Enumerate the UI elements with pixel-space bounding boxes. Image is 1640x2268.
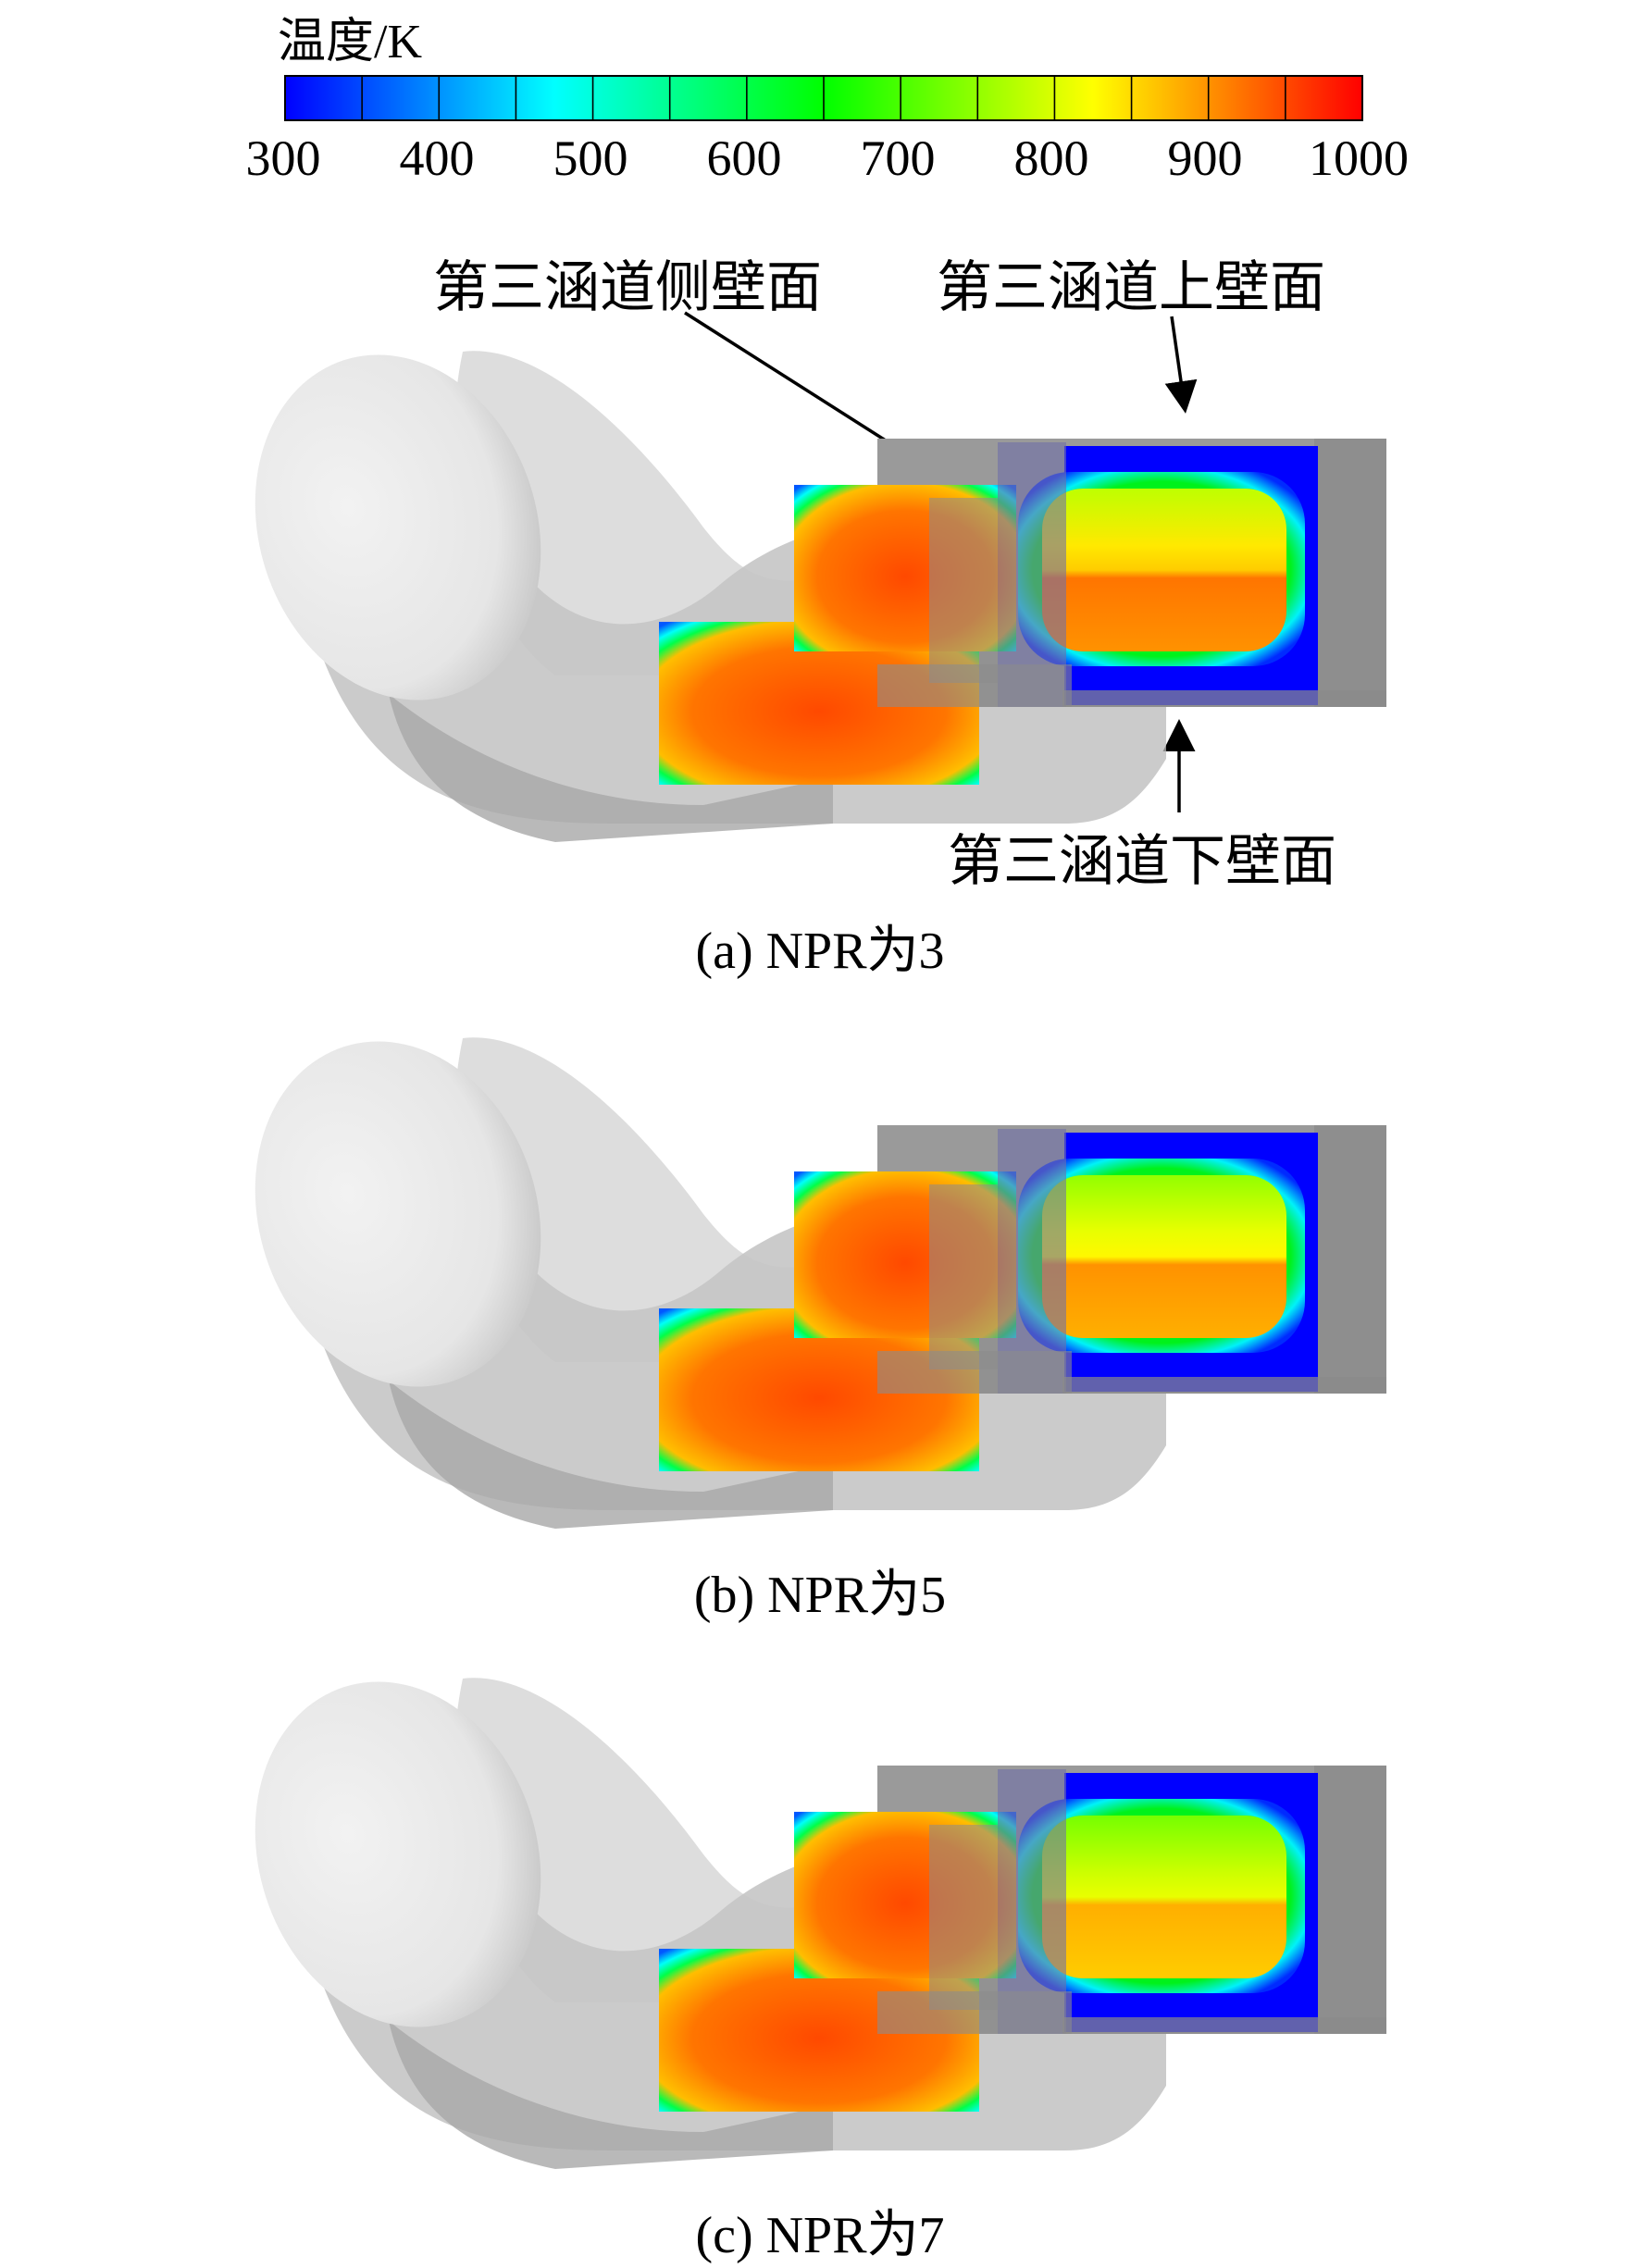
- third-duct-core: [1042, 489, 1286, 651]
- nozzle-panel-c: [255, 1678, 1386, 2169]
- colorbar-tick-600: 600: [706, 130, 782, 186]
- colorbar-title: 温度/K: [278, 16, 423, 68]
- third-duct-core: [1042, 1816, 1286, 1978]
- third-duct-side-wall: [998, 1769, 1066, 2034]
- colorbar-tick-900: 900: [1167, 130, 1243, 186]
- third-duct-lower-wall: [1062, 690, 1386, 707]
- colorbar-tick-500: 500: [553, 130, 628, 186]
- third-duct-exit-lip: [1314, 1766, 1386, 2034]
- nacelle-upper-surface: [454, 1037, 833, 1362]
- nacelle-upper-surface: [454, 1678, 833, 2002]
- caption-a: (a) NPR为3: [695, 923, 945, 980]
- inlet-face: [255, 1681, 541, 2027]
- nacelle-belly: [389, 694, 833, 842]
- third-duct-side-wall-shadow: [929, 498, 998, 683]
- colorbar-tick-700: 700: [860, 130, 936, 186]
- colorbar-tick-800: 800: [1013, 130, 1089, 186]
- nacelle-belly: [389, 1381, 833, 1529]
- colorbar: [284, 75, 1363, 121]
- nacelle-belly: [389, 2021, 833, 2169]
- third-duct-exit-lip: [1314, 1125, 1386, 1394]
- inlet-face: [255, 354, 541, 700]
- third-duct-lower-wall: [1062, 1377, 1386, 1394]
- arrow-upper-wall: [1164, 316, 1198, 414]
- colorbar-tick-1000: 1000: [1309, 130, 1409, 186]
- nacelle-upper-surface: [454, 351, 833, 675]
- third-duct-side-wall: [998, 1129, 1066, 1394]
- colorbar-tick-400: 400: [399, 130, 475, 186]
- inlet-face: [255, 1041, 541, 1387]
- third-duct-lower-ledge: [877, 1991, 1072, 2034]
- nozzle-panel-a: [255, 351, 1386, 842]
- callout-upper-wall: 第三涵道上壁面: [937, 257, 1325, 318]
- nozzle-panel-b: [255, 1037, 1386, 1529]
- third-duct-side-wall-shadow: [929, 1184, 998, 1369]
- caption-c: (c) NPR为7: [695, 2207, 945, 2264]
- callout-side-wall: 第三涵道侧壁面: [433, 257, 822, 318]
- third-duct-core: [1042, 1175, 1286, 1338]
- callout-lower-wall: 第三涵道下壁面: [948, 831, 1336, 892]
- third-duct-lower-wall: [1062, 2017, 1386, 2034]
- third-duct-lower-ledge: [877, 1351, 1072, 1394]
- colorbar-dividers: [361, 76, 1286, 120]
- colorbar-tick-300: 300: [245, 130, 321, 186]
- caption-b: (b) NPR为5: [693, 1567, 947, 1624]
- third-duct-lower-ledge: [877, 664, 1072, 707]
- third-duct-side-wall-shadow: [929, 1825, 998, 2010]
- third-duct-side-wall: [998, 442, 1066, 707]
- third-duct-exit-lip: [1314, 439, 1386, 707]
